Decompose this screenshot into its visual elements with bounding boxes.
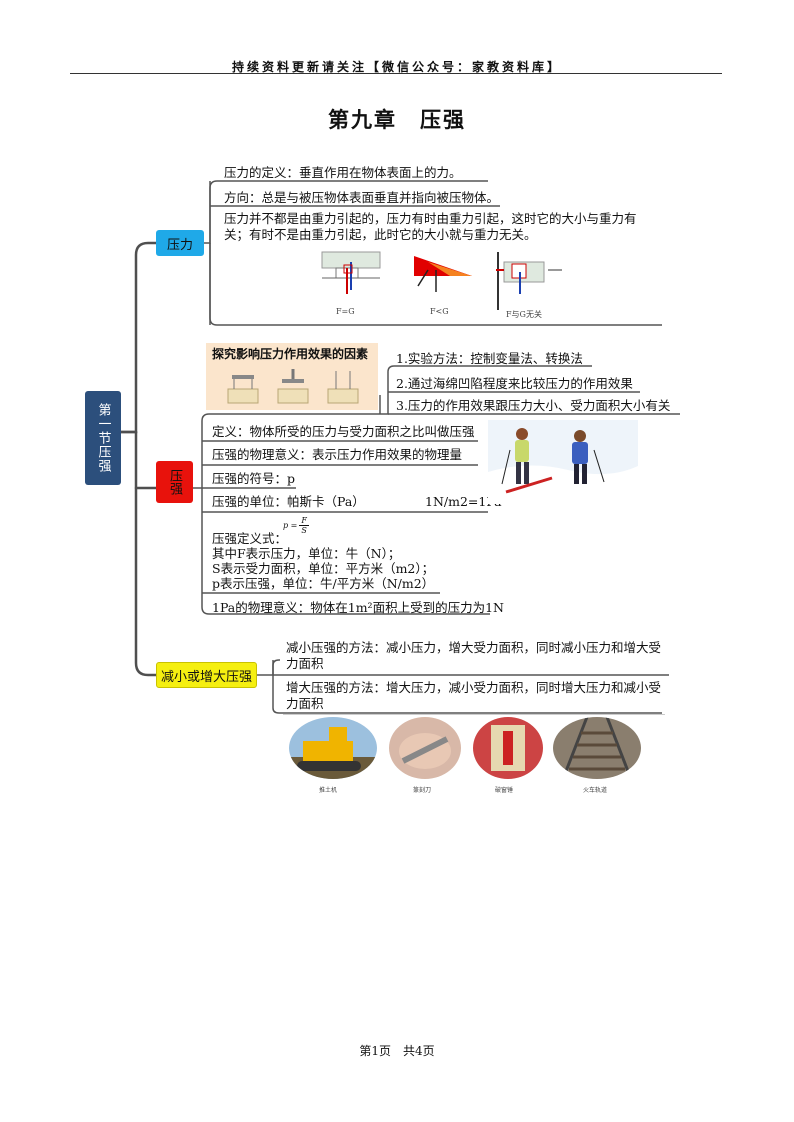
photo-caption-2: 篆刻刀 [413,787,432,794]
sponge-experiment-icon [227,369,359,404]
formula-var-p: p表示压强，单位：牛/平方米（N/m2） [212,576,435,591]
figure-caption-2: F<G [430,307,449,316]
strength-definition: 定义：物体所受的压力与受力面积之比叫做压强 [212,424,475,439]
page-footer: 第1页 共4页 [359,1044,435,1058]
bulldozer-photo [289,717,377,779]
safety-hammer-photo [473,717,543,779]
example-photos: 推土机 篆刻刀 破窗锤 火车轨道 [283,714,665,797]
header-divider [70,73,722,74]
photo-caption-4: 火车轨道 [583,787,608,794]
formula-var-s: S表示受力面积，单位：平方米（m2）； [212,561,435,576]
strength-symbol: 压强的符号：p [212,471,296,486]
root-node: 第一节压强 [85,391,121,485]
photo-caption-3: 破窗锤 [495,787,514,794]
formula-lhs: p = [283,521,298,530]
chapter-title: 第九章 压强 [328,107,466,132]
formula-label: 压强定义式： [212,531,288,546]
node-change-pressure: 减小或增大压强 [156,662,257,688]
pressure-source: 压力并不都是由重力引起的，压力有时由重力引起，这时它的大小与重力有关；有时不是由… [224,211,637,242]
page-header: 持续资料更新请关注【微信公众号：家教资料库】 [231,60,562,74]
formula-var-f: 其中F表示压力，单位：牛（N）； [212,546,401,561]
strength-meaning: 压强的物理意义：表示压力作用效果的物理量 [212,447,463,462]
unit-conversion: 1N/m2=1Pa [425,494,502,509]
experiment-item-1: 1.实验方法：控制变量法、转换法 [396,351,583,366]
reduce-pressure-methods: 减小压强的方法：减小压力，增大受力面积，同时减小压力和增大受力面积 [286,640,662,671]
pressure-formula: p = F S [283,516,309,535]
pressure-direction: 方向：总是与被压物体表面垂直并指向被压物体。 [224,190,500,205]
pascal-meaning: 1Pa的物理意义：物体在1m²面积上受到的压力为1N [212,600,504,615]
skiers-illustration [488,420,638,504]
experiment-item-2: 2.通过海绵凹陷程度来比较压力的作用效果 [396,376,633,391]
experiment-title: 探究影响压力作用效果的因素 [212,347,369,361]
pressure-definition: 压力的定义：垂直作用在物体表面上的力。 [224,165,462,180]
figure-caption-1: F=G [336,307,355,316]
formula-denominator: S [301,526,307,535]
figure-caption-3: F与G无关 [506,310,542,319]
carving-knife-photo [389,717,461,779]
formula-numerator: F [299,516,309,526]
railway-track-photo [553,717,641,779]
photo-caption-1: 推土机 [319,787,338,794]
node-pressure-strength: 压强 [156,461,193,503]
pressure-force-diagrams [321,251,562,310]
increase-pressure-methods: 增大压强的方法：增大压力，减小受力面积，同时增大压力和减小受力面积 [286,680,662,711]
node-pressure: 压力 [156,230,204,256]
strength-unit: 压强的单位：帕斯卡（Pa） [212,494,365,509]
experiment-item-3: 3.压力的作用效果跟压力大小、受力面积大小有关 [396,398,671,413]
experiment-box: 探究影响压力作用效果的因素 [206,343,378,410]
